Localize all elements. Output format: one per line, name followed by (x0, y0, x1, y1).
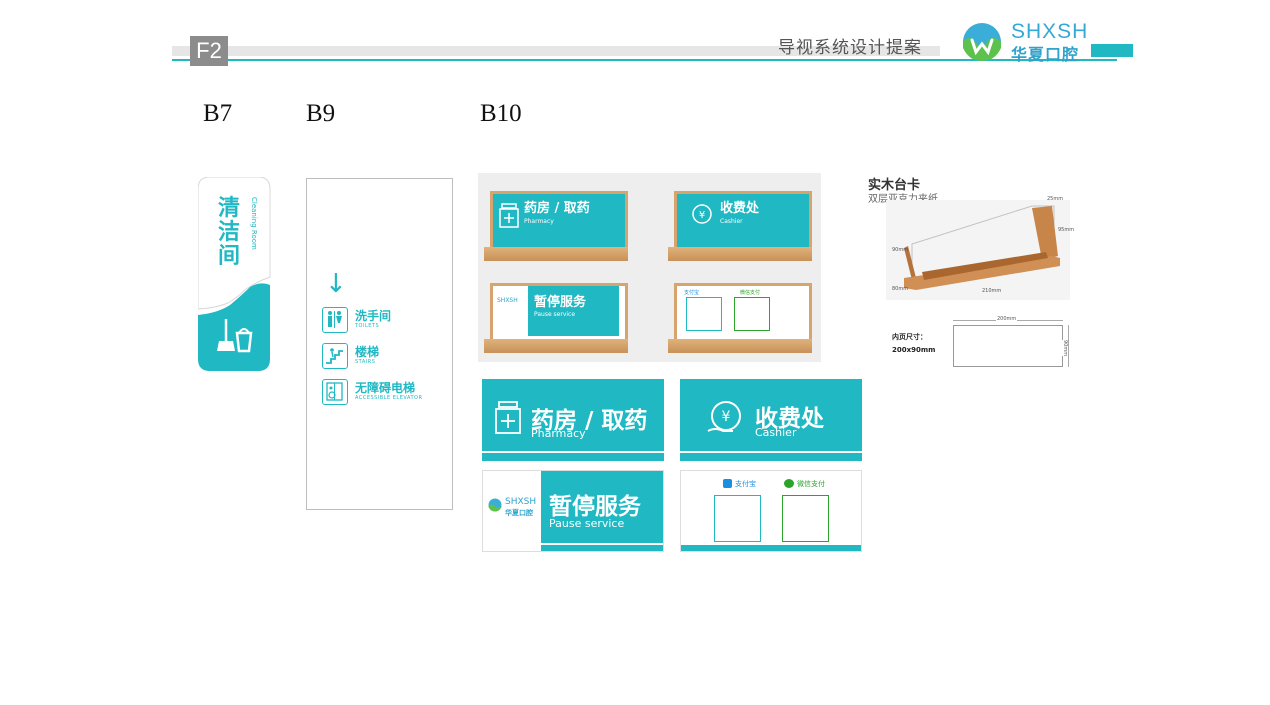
label-b9: B9 (306, 100, 336, 127)
b7-en-text: Cleaning Room (250, 197, 258, 250)
b9-directory-sign: ↓ 洗手间 TOILETS 楼梯 STAIRS 无障碍电梯 ACCESSIBLE… (306, 178, 453, 510)
medicine-bottle-icon (495, 401, 521, 434)
yuan-hand-icon: ¥ (707, 401, 741, 432)
tent-cashier-en: Cashier (720, 218, 743, 225)
dim-25: 25mm (1047, 196, 1064, 202)
label-b7: B7 (203, 100, 233, 127)
tent-wechat-label: 微信支付 (740, 290, 761, 296)
toilet-icon (322, 307, 348, 333)
panel-pause: SHXSH 华夏口腔 暂停服务 Pause service (482, 470, 664, 552)
tent-pause-logo: SHXSH (497, 297, 518, 304)
panel-pause-logo-cn: 华夏口腔 (505, 509, 533, 517)
panel-pause-logo-en: SHXSH (505, 497, 537, 507)
svg-text:¥: ¥ (699, 210, 705, 221)
dim-90: 90mm (892, 247, 909, 253)
dim-210: 210mm (982, 288, 1002, 294)
panel-alipay-label: 支付宝 (735, 480, 756, 488)
page-title: 导视系统设计提案 (778, 38, 922, 58)
wechat-qr-slot (782, 495, 829, 542)
panel-wechat-label: 微信支付 (797, 480, 825, 488)
tent-card-pharmacy: 药房 / 取药 Pharmacy (484, 183, 628, 263)
tent-pause-en: Pause service (534, 311, 576, 318)
wechat-pay-icon (784, 479, 794, 488)
dim-90-vertical: 90mm (1062, 340, 1068, 357)
inner-page-outline (953, 325, 1063, 367)
panel-pharmacy: 药房 / 取药 Pharmacy (482, 379, 664, 461)
tent-pharmacy-cn: 药房 / 取药 (524, 201, 590, 216)
label-b10: B10 (480, 100, 522, 127)
b9-item-en: STAIRS (355, 359, 376, 365)
logo-text-en: SHXSH (1011, 20, 1089, 43)
panel-pause-cn: 暂停服务 (549, 494, 641, 520)
tent-pause-cn: 暂停服务 (534, 295, 587, 310)
b7-cleaning-room-sign: 清洁间 Cleaning Room (198, 177, 271, 371)
medicine-bottle-icon (499, 203, 519, 228)
b9-item-en: ACCESSIBLE ELEVATOR (355, 395, 423, 401)
tent-alipay-label: 支付宝 (684, 290, 700, 296)
mop-bucket-icon (217, 319, 253, 353)
b7-cn-text: 清洁间 (218, 196, 241, 269)
dim-200: 200mm (996, 316, 1018, 322)
b9-item-en: TOILETS (355, 323, 380, 329)
header-grey-bar (172, 46, 940, 56)
header-accent-line (172, 59, 1117, 61)
tent-card-payment: 支付宝 微信支付 (668, 275, 812, 355)
b9-item-label: 洗手间 (355, 309, 392, 323)
tent-card-cashier: ¥ 收费处 Cashier (668, 183, 812, 263)
b9-item-toilets: 洗手间 TOILETS (322, 307, 452, 337)
panel-payment: 支付宝 微信支付 (680, 470, 862, 552)
logo-icon (963, 23, 1001, 61)
b10-product-photo: 药房 / 取药 Pharmacy ¥ 收费处 Cashier SHXSH 暂停服… (478, 173, 821, 362)
panel-cashier-en: Cashier (755, 426, 797, 439)
logo-text-cn: 华夏口腔 (1011, 45, 1080, 64)
stairs-icon (322, 343, 348, 369)
inner-height-dim-line (1068, 325, 1069, 367)
spec-title: 实木台卡 (868, 178, 921, 193)
b9-item-accessible-elevator: 无障碍电梯 ACCESSIBLE ELEVATOR (322, 379, 452, 409)
dim-80: 80mm (892, 286, 909, 292)
tent-card-pause: SHXSH 暂停服务 Pause service (484, 275, 628, 355)
panel-pause-en: Pause service (549, 517, 625, 530)
b9-item-label: 无障碍电梯 (355, 381, 416, 395)
panel-cashier-cn: 收费处 (755, 406, 824, 432)
alipay-icon (723, 479, 732, 488)
down-arrow-icon: ↓ (325, 269, 347, 299)
dim-95: 95mm (1058, 227, 1075, 233)
b9-item-label: 楼梯 (355, 345, 380, 359)
inner-size-label: 内页尺寸： (892, 333, 927, 341)
panel-cashier: ¥ 收费处 Cashier (680, 379, 862, 461)
accessible-elevator-icon (322, 379, 348, 405)
logo-icon (488, 497, 502, 512)
panel-pharmacy-cn: 药房 / 取药 (531, 408, 648, 434)
spec-subtitle: 双层亚克力夹纸 (868, 194, 938, 205)
tent-pharmacy-en: Pharmacy (524, 218, 554, 225)
inner-size-value: 200x90mm (892, 346, 936, 354)
page-code: F2 (190, 36, 228, 66)
header-accent-block (1091, 44, 1133, 57)
tent-cashier-cn: 收费处 (720, 201, 760, 216)
b9-item-stairs: 楼梯 STAIRS (322, 343, 452, 373)
alipay-qr-slot (714, 495, 761, 542)
wooden-card-holder-drawing: 25mm 95mm 90mm 80mm 210mm (882, 196, 1082, 306)
svg-text:¥: ¥ (722, 409, 731, 425)
yuan-hand-icon: ¥ (692, 204, 712, 224)
panel-pharmacy-en: Pharmacy (531, 427, 586, 440)
